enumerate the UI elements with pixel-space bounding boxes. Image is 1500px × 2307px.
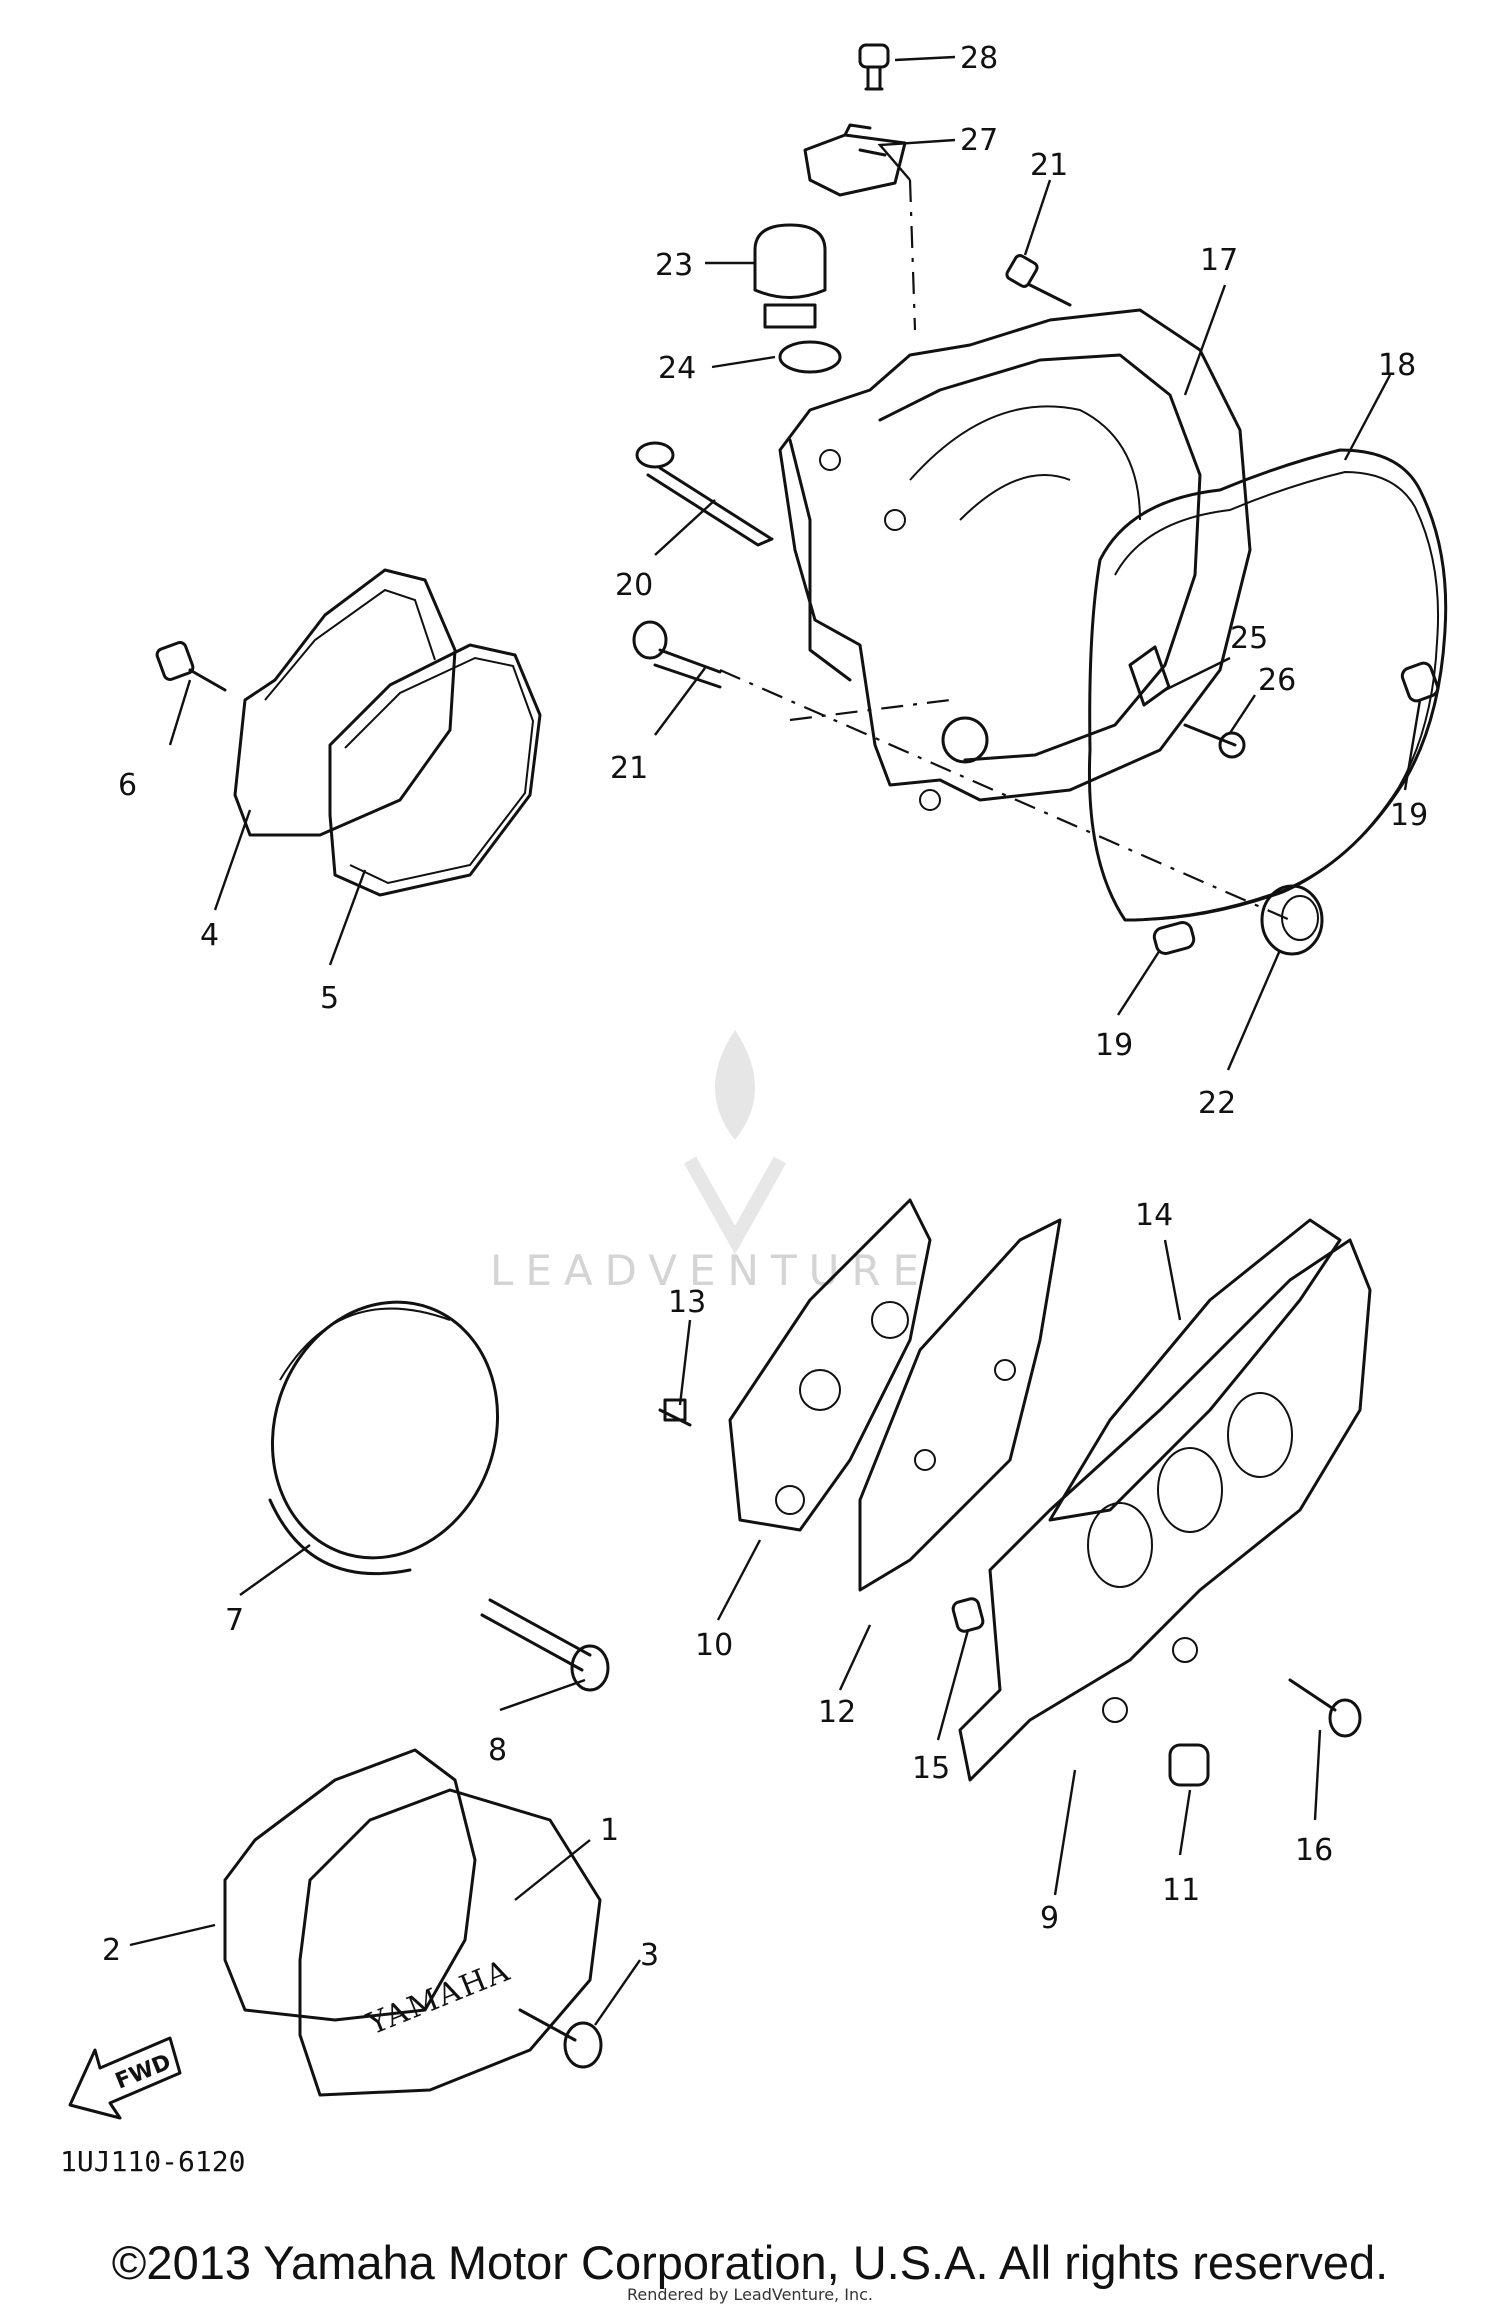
part-3-screw xyxy=(518,2008,603,2069)
part-26-damper xyxy=(1128,645,1171,707)
part-19-dowel-pin-lower xyxy=(1152,921,1196,955)
part-28-bracket xyxy=(803,123,907,197)
callout-15: 15 xyxy=(912,1751,950,1786)
part-29-bolt xyxy=(858,43,890,91)
part-9-sprocket-cover xyxy=(958,1238,1372,1782)
part-19-dowel-pin-upper xyxy=(1400,661,1440,703)
callout-28: 27 xyxy=(960,123,998,158)
part-27-screw xyxy=(1183,723,1246,759)
callout-25: 24 xyxy=(658,351,696,386)
cover-brand-text: YAMAHA xyxy=(362,1953,516,2043)
part-8-long-bolt xyxy=(480,1598,610,1692)
callout-20: 20 xyxy=(615,568,653,603)
leader-lines xyxy=(129,55,1422,2026)
callout-27: 26 xyxy=(1258,663,1296,698)
part-13-bolt xyxy=(658,1398,692,1427)
callout-29: 28 xyxy=(960,41,998,76)
part-5-cover-gasket xyxy=(328,643,542,897)
part-18-cover-gasket xyxy=(1087,448,1448,922)
part-17-crankcase-cover xyxy=(778,308,1252,811)
copyright-notice: ©2013 Yamaha Motor Corporation, U.S.A. A… xyxy=(111,2236,1389,2289)
callout-8: 8 xyxy=(488,1733,507,1768)
callout-1: 1 xyxy=(600,1813,619,1848)
part-20-long-bolt xyxy=(635,441,774,547)
part-4-crankcase-cover xyxy=(233,568,457,837)
callout-7: 7 xyxy=(225,1603,244,1638)
callout-26: 25 xyxy=(1230,621,1268,656)
callout-17: 17 xyxy=(1200,243,1238,278)
callout-18: 18 xyxy=(1378,348,1416,383)
part-15-dowel-pin xyxy=(951,1597,985,1633)
callout-12: 12 xyxy=(818,1695,856,1730)
callout-2: 2 xyxy=(102,1933,121,1968)
fwd-arrow-icon: FWD xyxy=(68,2036,182,2120)
callout-13: 13 xyxy=(668,1285,706,1320)
part-6-bolt xyxy=(155,641,227,692)
part-21-bolt xyxy=(632,620,722,689)
part-1-crankcase-cover: YAMAHA xyxy=(298,1788,602,2097)
part-2-cover-gasket xyxy=(223,1748,477,2022)
callout-19-lower: 19 xyxy=(1095,1028,1133,1063)
callout-23: 22 xyxy=(1198,1086,1236,1121)
callout-22: 21 xyxy=(1030,148,1068,183)
drawing-code: 1UJ110-6120 xyxy=(60,2145,246,2178)
callout-5: 5 xyxy=(320,981,339,1016)
callout-16: 16 xyxy=(1295,1833,1333,1868)
callout-14: 14 xyxy=(1135,1198,1173,1233)
part-22-bolt xyxy=(1005,254,1072,307)
part-7-generator-cover xyxy=(268,1300,500,1576)
callout-6: 6 xyxy=(118,768,137,803)
callout-10: 10 xyxy=(695,1628,733,1663)
watermark-text: LEADVENTURE xyxy=(490,1246,931,1295)
callout-9: 9 xyxy=(1040,1901,1059,1936)
part-14-cover-gasket xyxy=(1048,1218,1342,1522)
part-12-gasket xyxy=(858,1218,1062,1592)
callout-24: 23 xyxy=(655,248,693,283)
part-16-screw xyxy=(1288,1678,1362,1738)
watermark-logo xyxy=(683,1030,787,1255)
part-10-bracket xyxy=(728,1198,932,1532)
part-25-o-ring xyxy=(778,340,842,374)
callout-19-upper: 19 xyxy=(1390,798,1428,833)
callout-4: 4 xyxy=(200,918,219,953)
callout-3: 3 xyxy=(640,1938,659,1973)
part-23-plug xyxy=(1260,884,1324,956)
callout-11: 11 xyxy=(1162,1873,1200,1908)
part-24-oil-filler-cap xyxy=(753,223,827,329)
render-credit: Rendered by LeadVenture, Inc. xyxy=(627,2285,873,2304)
part-11-plug xyxy=(1168,1743,1210,1787)
callout-21: 21 xyxy=(610,751,648,786)
callout-labels: 28 27 21 17 18 23 24 20 21 25 26 19 19 2… xyxy=(102,41,1428,1973)
